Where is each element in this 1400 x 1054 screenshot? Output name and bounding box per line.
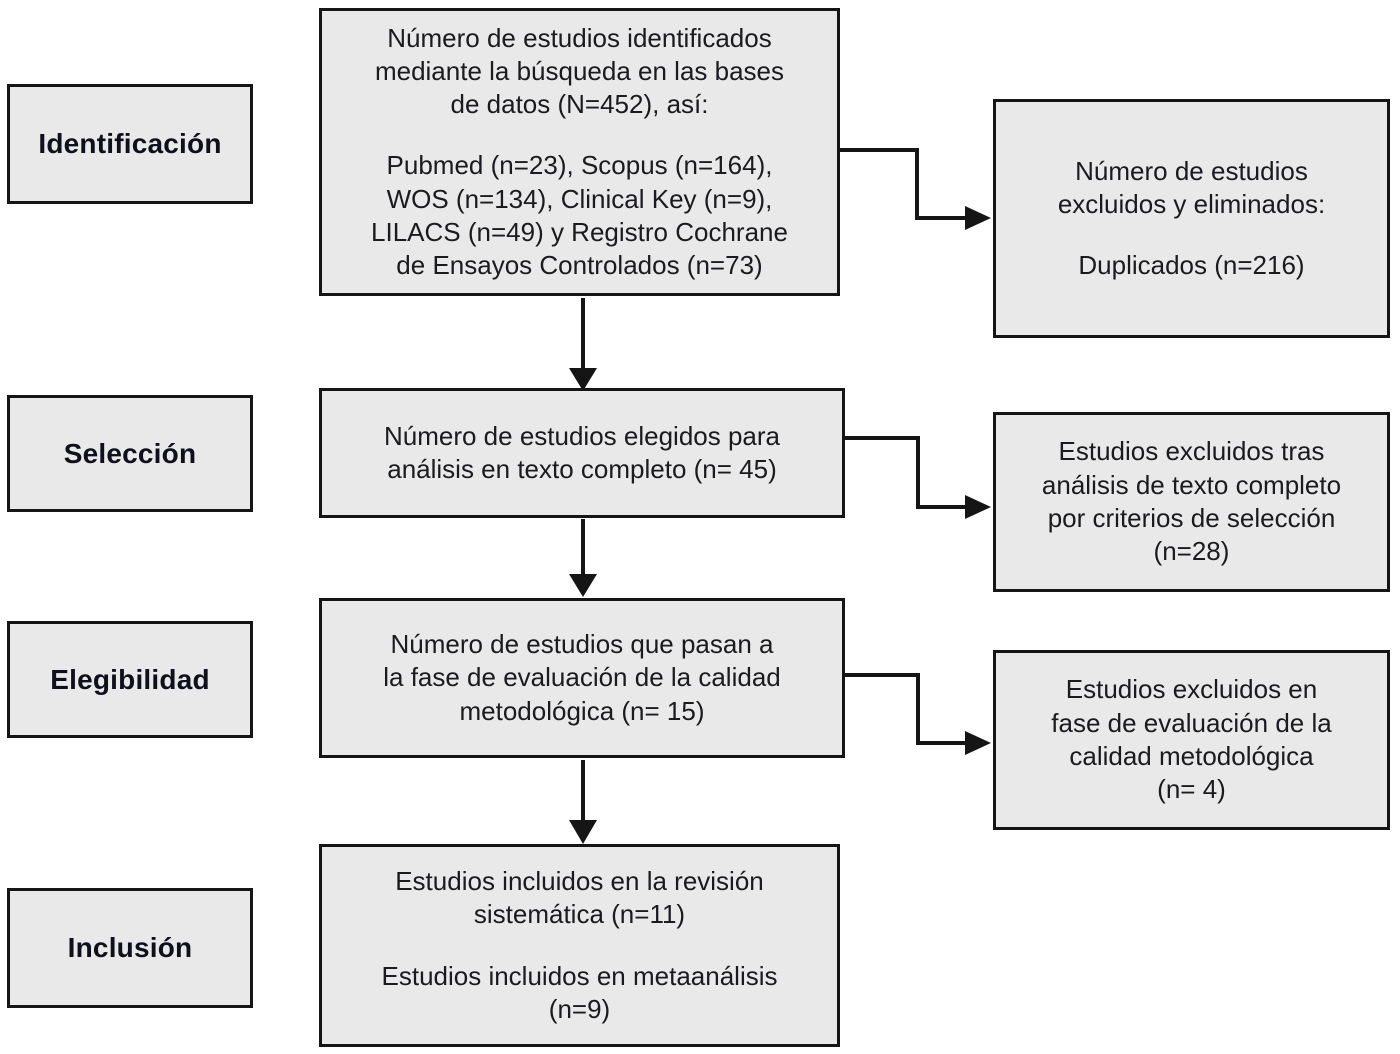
databases-breakdown-text: Pubmed (n=23), Scopus (n=164), WOS (n=13…: [371, 150, 788, 281]
main-box-quality-assessment: Número de estudios que pasan a la fase d…: [319, 598, 845, 758]
stage-label-selection: Selección: [63, 437, 197, 469]
arrow-eligibility-to-inclusion: [569, 760, 597, 844]
quality-assessment-text: Número de estudios que pasan a la fase d…: [383, 629, 781, 726]
stage-box-eligibility: Elegibilidad: [7, 621, 253, 738]
main-box-included: Estudios incluidos en la revisión sistem…: [319, 844, 840, 1047]
stage-label-identification: Identificación: [38, 128, 222, 159]
main-box-fulltext-selected: Número de estudios elegidos para análisi…: [319, 388, 845, 518]
included-metaanalysis-text: Estudios incluidos en metaanálisis (n=9): [381, 960, 778, 1024]
arrow-to-excluded-quality: [842, 673, 991, 755]
stage-label-eligibility: Elegibilidad: [50, 663, 210, 695]
studies-identified-text: Número de estudios identificados mediant…: [374, 22, 785, 120]
excluded-fulltext-text: Estudios excluidos tras análisis de text…: [1041, 436, 1342, 567]
arrow-to-excluded-duplicates: [840, 148, 991, 230]
excluded-duplicates-count: Duplicados (n=216): [1078, 250, 1305, 281]
included-review-text: Estudios incluidos en la revisión sistem…: [395, 865, 764, 930]
arrow-selection-to-eligibility: [569, 519, 597, 597]
side-box-excluded-quality: Estudios excluidos en fase de evaluación…: [993, 650, 1390, 830]
side-box-excluded-duplicates: Número de estudios excluidos y eliminado…: [993, 99, 1390, 338]
stage-box-selection: Selección: [7, 395, 253, 512]
stage-label-inclusion: Inclusión: [67, 932, 193, 963]
excluded-quality-text: Estudios excluidos en fase de evaluación…: [1051, 674, 1332, 805]
arrow-identification-to-selection: [569, 298, 597, 391]
stage-box-identification: Identificación: [7, 84, 253, 204]
side-box-excluded-fulltext: Estudios excluidos tras análisis de text…: [993, 412, 1390, 592]
arrow-to-excluded-fulltext: [842, 436, 991, 519]
excluded-duplicates-title: Número de estudios excluidos y eliminado…: [1057, 155, 1326, 219]
fulltext-selected-text: Número de estudios elegidos para análisi…: [383, 420, 781, 484]
main-box-studies-identified: Número de estudios identificados mediant…: [319, 8, 840, 296]
stage-box-inclusion: Inclusión: [7, 888, 253, 1008]
